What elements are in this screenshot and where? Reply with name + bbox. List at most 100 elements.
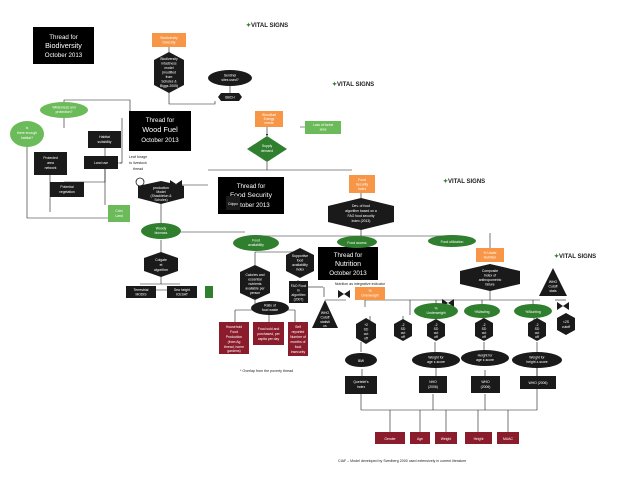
logo-text: VITAL SIGNS	[337, 82, 374, 88]
svg-text:Food utilization: Food utilization	[441, 240, 464, 244]
svg-text:Is: Is	[26, 126, 29, 130]
title-wood-fuel: Thread for Wood Fuel October 2013	[129, 111, 191, 151]
svg-text:Thread for: Thread for	[334, 252, 363, 259]
sd-cutoff-hexagon-a: -2 SD cut off	[394, 319, 412, 341]
svg-text:FAO food security: FAO food security	[348, 214, 375, 218]
svg-text:SD: SD	[401, 327, 406, 331]
svg-text:SD: SD	[364, 328, 369, 332]
svg-text:availability: availability	[248, 243, 264, 247]
cdm-land-node: Cdm Land	[108, 205, 130, 222]
svg-text:Cdm: Cdm	[115, 209, 122, 213]
household-food-production-node: Household Food Production (from Ag threa…	[219, 322, 249, 354]
svg-text:Leaf forage: Leaf forage	[129, 155, 147, 159]
svg-text:suitability: suitability	[98, 140, 112, 144]
svg-text:Colgate: Colgate	[155, 258, 167, 262]
svg-text:to livestock: to livestock	[129, 161, 147, 165]
composite-index-hexagon: Composite Index of anthropometric failur…	[460, 264, 520, 291]
svg-text:Composite: Composite	[482, 269, 498, 273]
svg-text:age z-score: age z-score	[427, 360, 445, 364]
svg-text:Food: Food	[358, 178, 366, 182]
svg-text:stats: stats	[549, 289, 556, 293]
food-availability-node: Food availability	[233, 235, 279, 251]
svg-text:WHO: WHO	[549, 280, 558, 284]
svg-text:(modified: (modified	[162, 71, 176, 75]
svg-text:FAO Food: FAO Food	[291, 284, 307, 288]
svg-text:protection?: protection?	[56, 110, 73, 114]
svg-text:(from Ag: (from Ag	[228, 340, 241, 344]
svg-text:Height for: Height for	[478, 354, 494, 358]
svg-text:(Shackleton &: (Shackleton &	[150, 194, 172, 198]
biodiversity-node: Biodiversity Diversity	[152, 33, 186, 47]
sd-cutoff-hexagon-plus: +2 SD cut off	[356, 318, 376, 344]
svg-text:cut: cut	[401, 331, 406, 335]
svg-text:cs: cs	[323, 324, 327, 328]
svg-text:Nutrition: Nutrition	[335, 261, 361, 268]
svg-text:Habitat: Habitat	[99, 135, 110, 139]
svg-text:+2: +2	[364, 323, 368, 327]
svg-text:thread, home: thread, home	[224, 345, 244, 349]
food-utilization-node: Food utilization	[428, 235, 476, 247]
svg-text:cutoff: cutoff	[562, 325, 570, 329]
svg-text:Quetelet's: Quetelet's	[353, 380, 368, 384]
leaf-forage-note: Leaf forage to livestock thread	[129, 155, 147, 187]
svg-text:Terrestrial: Terrestrial	[134, 288, 149, 292]
svg-text:off: off	[364, 337, 368, 341]
svg-text:Land: Land	[115, 214, 123, 218]
height-node: Height	[465, 432, 492, 444]
svg-text:Land use: Land use	[94, 161, 108, 165]
svg-text:height z-score: height z-score	[526, 360, 547, 364]
svg-text:Weight for: Weight for	[428, 356, 444, 360]
svg-text:et: et	[160, 263, 163, 267]
svg-text:Woodfuel: Woodfuel	[262, 113, 277, 117]
pct-overweight-node: % Overweight	[355, 287, 385, 300]
protected-area-node: Protected area network	[34, 152, 67, 175]
svg-text:Scholes &: Scholes &	[161, 80, 177, 84]
svg-text:Food sold and: Food sold and	[258, 327, 280, 331]
loss-forest-area-node: Loss of forest area	[305, 121, 341, 134]
svg-text:age z-score: age z-score	[476, 358, 494, 362]
svg-text:Potential: Potential	[60, 185, 73, 189]
svg-text:Sea height: Sea height	[174, 288, 190, 292]
svg-text:(2006): (2006)	[481, 385, 491, 389]
svg-text:SD: SD	[482, 327, 487, 331]
svg-text:in: in	[297, 289, 300, 293]
colgate-algorithm-hexagon: Colgate et algorithm	[144, 252, 178, 277]
svg-text:there enough: there enough	[17, 131, 37, 135]
svg-text:Supply: Supply	[262, 144, 273, 148]
svg-text:off: off	[401, 335, 405, 339]
svg-text:thread: thread	[133, 167, 143, 171]
svg-text:Thread for: Thread for	[146, 117, 175, 124]
svg-text:Biodiversity: Biodiversity	[45, 41, 82, 50]
svg-text:Gender: Gender	[384, 437, 396, 441]
svg-text:Diversity: Diversity	[163, 41, 176, 45]
svg-text:vegetation: vegetation	[59, 190, 75, 194]
svg-text:Biggs 2005): Biggs 2005)	[160, 84, 178, 88]
svg-text:Household: Household	[226, 325, 242, 329]
cdppo-node: Cdppo	[226, 196, 240, 210]
habitat-question-node: Is there enough habitat?	[10, 121, 44, 147]
svg-text:purchased, per: purchased, per	[257, 332, 280, 336]
potential-vegetation-node: Potential vegetation	[50, 182, 84, 197]
who-right-cutoff-hexagon: <2S cutoff	[557, 313, 575, 335]
ciaf-footnote: CIAF – Model developed by Svedberg 2000 …	[338, 459, 466, 463]
svg-text:habitat?: habitat?	[21, 136, 33, 140]
svg-text:reported: reported	[292, 330, 305, 334]
svg-text:October 2013: October 2013	[45, 52, 83, 59]
svg-text:%: %	[368, 289, 371, 293]
land-use-node: Land use	[84, 156, 118, 169]
svg-text:anthropometric: anthropometric	[479, 278, 502, 282]
svg-text:Sentinel: Sentinel	[224, 74, 236, 78]
svg-text:Energy: Energy	[264, 117, 275, 121]
svg-text:demand: demand	[261, 149, 273, 153]
weight-for-age-node: Weight for age z-score	[412, 352, 460, 368]
svg-text:October 2013: October 2013	[329, 270, 367, 277]
svg-text:October 2013: October 2013	[141, 137, 179, 144]
who-cutoff-triangle: WHO Cutoff stats	[539, 268, 567, 296]
svg-text:Cdppo: Cdppo	[228, 202, 238, 206]
quetelets-index-node: Quetelet's Index	[345, 376, 377, 394]
svg-text:Security: Security	[356, 183, 369, 187]
svg-text:index: index	[296, 268, 304, 272]
svg-text:MODIS: MODIS	[135, 293, 147, 297]
svg-text:gardens): gardens)	[227, 349, 240, 353]
